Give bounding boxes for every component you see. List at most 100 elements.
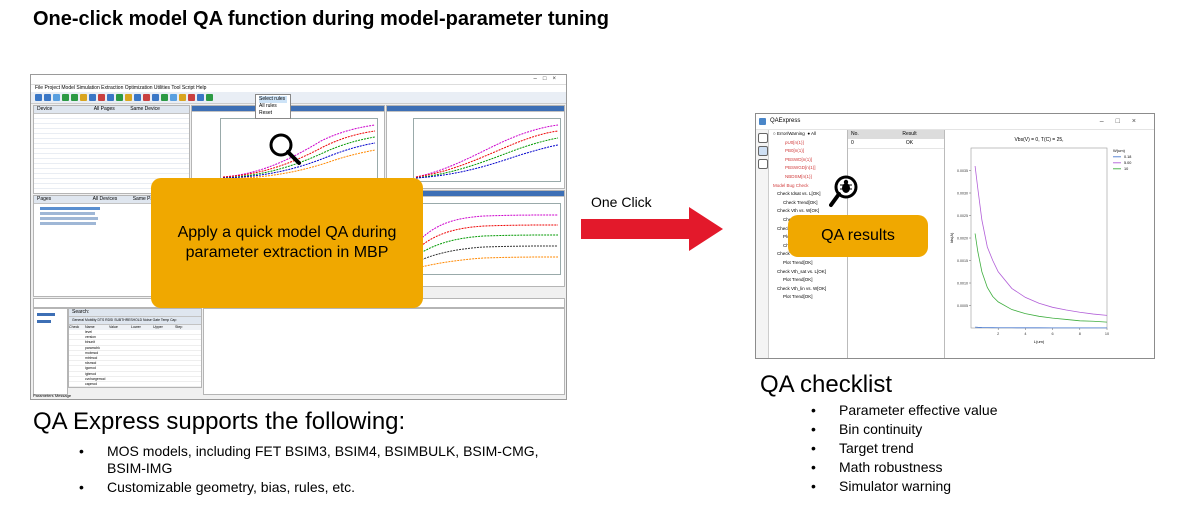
iv-plot[interactable] <box>220 118 378 182</box>
tree-item[interactable]: Plot Trend[OK] <box>783 294 813 300</box>
table-row[interactable]: mtrlmod <box>69 356 201 362</box>
toolbar-icon[interactable] <box>116 94 123 101</box>
context-menu-item[interactable]: Select rules <box>259 96 287 103</box>
toolbar-icon[interactable] <box>80 94 87 101</box>
x-tick-label: 2 <box>997 332 999 336</box>
checkbox[interactable] <box>69 366 85 370</box>
iv-plot[interactable] <box>413 203 561 275</box>
checkbox[interactable] <box>69 356 85 360</box>
legend-entry: 10 <box>1124 167 1128 171</box>
checklist-item: Parameter effective value <box>811 401 998 420</box>
tree-item[interactable]: Check Vth_sat vs. L[OK] <box>777 268 827 274</box>
toolbar-icon[interactable] <box>107 94 114 101</box>
toolbar-icon[interactable] <box>62 94 69 101</box>
tree-item[interactable]: Check Idsat vs. L[OK] <box>777 191 821 197</box>
toolbar-icon[interactable] <box>188 94 195 101</box>
param-name: igbmod <box>85 371 97 376</box>
list-item[interactable] <box>37 313 55 316</box>
qa-trend-chart[interactable]: Vbs(V) = 0, T(C) = 25,0.00050.00100.0015… <box>945 130 1153 358</box>
window-controls[interactable]: –□× <box>533 76 562 82</box>
toolbar-icon[interactable] <box>35 94 42 101</box>
table-row[interactable]: version <box>69 335 201 341</box>
context-menu[interactable]: Select rules All rules Reset <box>255 94 291 119</box>
tree-item[interactable]: NBDSM[n(1)] <box>785 173 812 179</box>
tree-item[interactable]: PBSWGD[n(1)] <box>785 165 816 171</box>
table-row[interactable]: mobmod <box>69 351 201 356</box>
qa-sidebar <box>756 130 769 358</box>
window-controls[interactable]: –□× <box>1099 118 1148 125</box>
table-row[interactable]: 0 OK <box>848 139 944 149</box>
checkbox[interactable] <box>69 387 85 388</box>
tree-item[interactable]: Plot Trend[OK] <box>783 259 813 265</box>
parameters-search[interactable]: Search: <box>69 309 201 317</box>
checkbox[interactable] <box>69 335 85 339</box>
qa-filter[interactable]: ○ Error/Warning ● All <box>773 131 817 136</box>
checklist-item: Math robustness <box>811 458 998 477</box>
settings-icon[interactable] <box>758 146 768 156</box>
table-row[interactable]: igbmod <box>69 372 201 377</box>
toolbar-icon[interactable] <box>179 94 186 101</box>
magnifier-icon <box>269 133 301 165</box>
tree-item[interactable]: PB0[n(1)] <box>785 148 805 154</box>
toolbar-icon[interactable] <box>125 94 132 101</box>
toolbar-icon[interactable] <box>161 94 168 101</box>
toolbar-icon[interactable] <box>170 94 177 101</box>
checkbox[interactable] <box>69 340 85 344</box>
checkbox[interactable] <box>69 382 85 386</box>
list-item[interactable] <box>37 320 51 323</box>
list-item[interactable] <box>40 212 95 215</box>
mbp-menubar[interactable]: File Project Model Simulation Extraction… <box>31 85 566 92</box>
checkbox[interactable] <box>69 330 85 334</box>
table-row[interactable]: capmod <box>69 382 201 387</box>
y-tick-label: 0.0015 <box>957 259 968 263</box>
status-tabs[interactable]: Parameters Message <box>33 393 72 398</box>
iv-plot[interactable] <box>413 118 561 182</box>
pages-panel-header: Pages All Devices Same Page <box>34 196 189 204</box>
app-icon <box>759 118 766 125</box>
table-row[interactable]: level <box>69 330 201 336</box>
tree-item[interactable]: Plot Trend[OK] <box>783 277 813 283</box>
table-row[interactable]: paramchk <box>69 346 201 351</box>
table-row[interactable]: rdsmod <box>69 361 201 367</box>
toolbar-icon[interactable] <box>143 94 150 101</box>
parameters-tabs[interactable]: General Mobility DTS RDSI SUBTHRESHOLD N… <box>69 317 201 325</box>
tree-item[interactable]: Check Trend[OK] <box>783 199 818 205</box>
checkbox[interactable] <box>69 372 85 376</box>
message-icon[interactable] <box>758 159 768 169</box>
toolbar-icon[interactable] <box>98 94 105 101</box>
table-row[interactable]: igcmod <box>69 366 201 372</box>
table-row[interactable]: binunit <box>69 340 201 346</box>
list-item[interactable] <box>40 207 100 210</box>
list-item[interactable] <box>40 222 96 225</box>
context-menu-item[interactable]: All rules <box>259 103 277 109</box>
series-line-10 <box>974 233 1108 323</box>
param-name: igcmod <box>85 366 96 371</box>
toolbar-icon[interactable] <box>89 94 96 101</box>
tree-item[interactable]: Check Vth_lin vs. W[OK] <box>777 285 827 291</box>
list-item[interactable] <box>40 217 98 220</box>
table-row[interactable]: cvchargemod <box>69 377 201 382</box>
tree-item[interactable]: Check Vth vs. W[OK] <box>777 208 820 214</box>
y-axis-label: Ids(A) <box>949 232 954 243</box>
toolbar-icon[interactable] <box>71 94 78 101</box>
slide-title: One-click model QA function during model… <box>33 8 609 30</box>
toolbar-icon[interactable] <box>44 94 51 101</box>
checkbox[interactable] <box>69 346 85 350</box>
context-menu-item[interactable]: Reset <box>259 110 273 116</box>
run-icon[interactable] <box>758 133 768 143</box>
checkbox[interactable] <box>69 361 85 365</box>
toolbar-icon[interactable] <box>197 94 204 101</box>
toolbar-icon[interactable] <box>152 94 159 101</box>
toolbar-icon[interactable] <box>134 94 141 101</box>
tree-item[interactable]: PBSWD[n(1)] <box>785 156 813 162</box>
qa-express-toolbar-icon[interactable] <box>206 94 213 101</box>
toolbar-icon[interactable] <box>53 94 60 101</box>
tree-item[interactable]: Model Bug Check <box>773 182 809 188</box>
checkbox[interactable] <box>69 351 85 355</box>
table-row[interactable]: rbodymod <box>69 387 201 388</box>
checkbox[interactable] <box>69 377 85 381</box>
device-panel-header: Device All Pages Same Device <box>34 106 189 114</box>
tree-item[interactable]: pU0[n(1)] <box>785 139 804 145</box>
pages-list[interactable] <box>34 204 189 228</box>
